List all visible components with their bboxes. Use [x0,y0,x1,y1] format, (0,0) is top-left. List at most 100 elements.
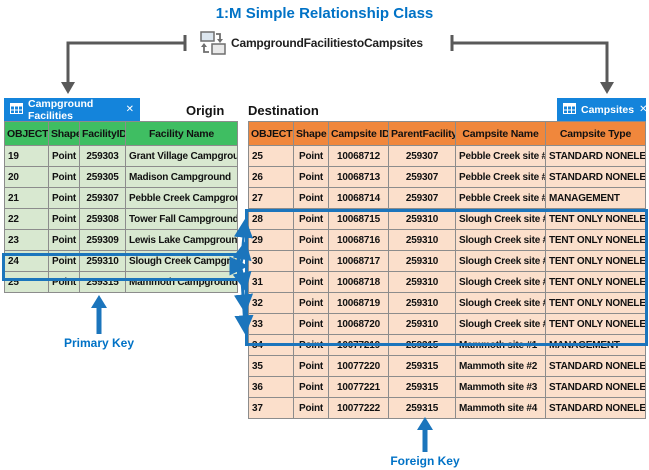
table-cell[interactable]: Slough Creek site #6 [455,313,546,335]
close-icon[interactable]: ✕ [125,104,134,115]
table-cell[interactable]: Point [293,355,329,377]
column-header[interactable]: Campsite Name [455,121,546,146]
table-cell[interactable]: MANAGEMENT [545,187,646,209]
column-header[interactable]: Shape [48,121,80,146]
column-header[interactable]: Campsite Type [545,121,646,146]
table-cell[interactable]: Point [293,334,329,356]
close-icon[interactable]: ✕ [639,104,648,115]
table-cell[interactable]: Point [48,208,80,230]
table-cell[interactable]: 23 [4,229,49,251]
table-cell[interactable]: Pebble Creek site #27 [455,187,546,209]
table-cell[interactable]: 10068714 [328,187,389,209]
table-cell[interactable]: 25 [4,271,49,293]
table-cell[interactable]: Lewis Lake Campground [125,229,238,251]
table-cell[interactable]: Point [293,271,329,293]
table-cell[interactable]: Slough Creek site #1 [455,208,546,230]
table-cell[interactable]: 10068716 [328,229,389,251]
table-cell[interactable]: 34 [248,334,294,356]
table-cell[interactable]: 259315 [388,334,456,356]
column-header[interactable]: Facility Name [125,121,238,146]
table-cell[interactable]: 259310 [79,250,126,272]
table-cell[interactable]: 10077221 [328,376,389,398]
tab-campground-facilities[interactable]: Campground Facilities ✕ [4,98,140,122]
table-cell[interactable]: Mammoth site #2 [455,355,546,377]
table-cell[interactable]: 259310 [388,250,456,272]
table-cell[interactable]: 31 [248,271,294,293]
table-cell[interactable]: Pebble Creek Campground [125,187,238,209]
table-cell[interactable]: Point [48,145,80,167]
table-cell[interactable]: TENT ONLY NONELECTRIC [545,313,646,335]
table-cell[interactable]: 25 [248,145,294,167]
table-cell[interactable]: Pebble Creek site #26 [455,166,546,188]
table-cell[interactable]: 10068720 [328,313,389,335]
table-cell[interactable]: TENT ONLY NONELECTRIC [545,271,646,293]
tab-campsites[interactable]: Campsites ✕ [557,98,648,121]
table-cell[interactable]: 259310 [388,313,456,335]
table-cell[interactable]: 259307 [79,187,126,209]
table-cell[interactable]: Slough Creek site #3 [455,250,546,272]
column-header[interactable]: OBJECTID [248,121,294,146]
table-cell[interactable]: Point [293,187,329,209]
table-cell[interactable]: 259310 [388,229,456,251]
table-cell[interactable]: 259308 [79,208,126,230]
table-cell[interactable]: Point [293,208,329,230]
table-cell[interactable]: 24 [4,250,49,272]
table-cell[interactable]: Point [293,397,329,419]
table-cell[interactable]: 19 [4,145,49,167]
table-cell[interactable]: STANDARD NONELECTRIC [545,355,646,377]
table-cell[interactable]: Point [48,229,80,251]
table-cell[interactable]: Point [48,271,80,293]
table-cell[interactable]: Pebble Creek site #25 [455,145,546,167]
table-cell[interactable]: TENT ONLY NONELECTRIC [545,250,646,272]
table-cell[interactable]: 26 [248,166,294,188]
table-cell[interactable]: 10068719 [328,292,389,314]
table-cell[interactable]: 259305 [79,166,126,188]
table-cell[interactable]: 21 [4,187,49,209]
table-cell[interactable]: Point [48,187,80,209]
table-cell[interactable]: Point [293,229,329,251]
table-cell[interactable]: Mammoth site #4 [455,397,546,419]
table-cell[interactable]: Point [293,313,329,335]
table-cell[interactable]: Point [48,250,80,272]
table-cell[interactable]: Slough Creek site #5 [455,292,546,314]
table-cell[interactable]: 259307 [388,145,456,167]
table-cell[interactable]: STANDARD NONELECTRIC [545,166,646,188]
table-cell[interactable]: Slough Creek site #2 [455,229,546,251]
table-cell[interactable]: 36 [248,376,294,398]
table-cell[interactable]: Point [293,376,329,398]
table-cell[interactable]: 259315 [388,397,456,419]
table-cell[interactable]: TENT ONLY NONELECTRIC [545,229,646,251]
table-cell[interactable]: 10068712 [328,145,389,167]
table-cell[interactable]: 10077219 [328,334,389,356]
table-cell[interactable]: Point [48,166,80,188]
table-cell[interactable]: STANDARD NONELECTRIC [545,376,646,398]
table-cell[interactable]: 37 [248,397,294,419]
table-cell[interactable]: STANDARD NONELECTRIC [545,145,646,167]
table-cell[interactable]: 10068717 [328,250,389,272]
table-cell[interactable]: 33 [248,313,294,335]
table-cell[interactable]: 259315 [79,271,126,293]
table-cell[interactable]: Mammoth Campground [125,271,238,293]
table-cell[interactable]: TENT ONLY NONELECTRIC [545,292,646,314]
table-cell[interactable]: 22 [4,208,49,230]
table-cell[interactable]: 259310 [388,208,456,230]
table-cell[interactable]: 259310 [388,271,456,293]
table-cell[interactable]: Point [293,145,329,167]
table-cell[interactable]: Madison Campground [125,166,238,188]
table-cell[interactable]: 259315 [388,376,456,398]
table-cell[interactable]: MANAGEMENT [545,334,646,356]
table-cell[interactable]: 10068715 [328,208,389,230]
table-cell[interactable]: Slough Creek site #4 [455,271,546,293]
table-cell[interactable]: 20 [4,166,49,188]
table-cell[interactable]: 259315 [388,355,456,377]
table-cell[interactable]: 27 [248,187,294,209]
table-cell[interactable]: 10077222 [328,397,389,419]
column-header[interactable]: Shape [293,121,329,146]
table-cell[interactable]: 35 [248,355,294,377]
table-cell[interactable]: 259307 [388,166,456,188]
table-cell[interactable]: Grant Village Campground [125,145,238,167]
table-cell[interactable]: 10068718 [328,271,389,293]
table-cell[interactable]: TENT ONLY NONELECTRIC [545,208,646,230]
table-cell[interactable]: 259303 [79,145,126,167]
table-cell[interactable]: 259307 [388,187,456,209]
